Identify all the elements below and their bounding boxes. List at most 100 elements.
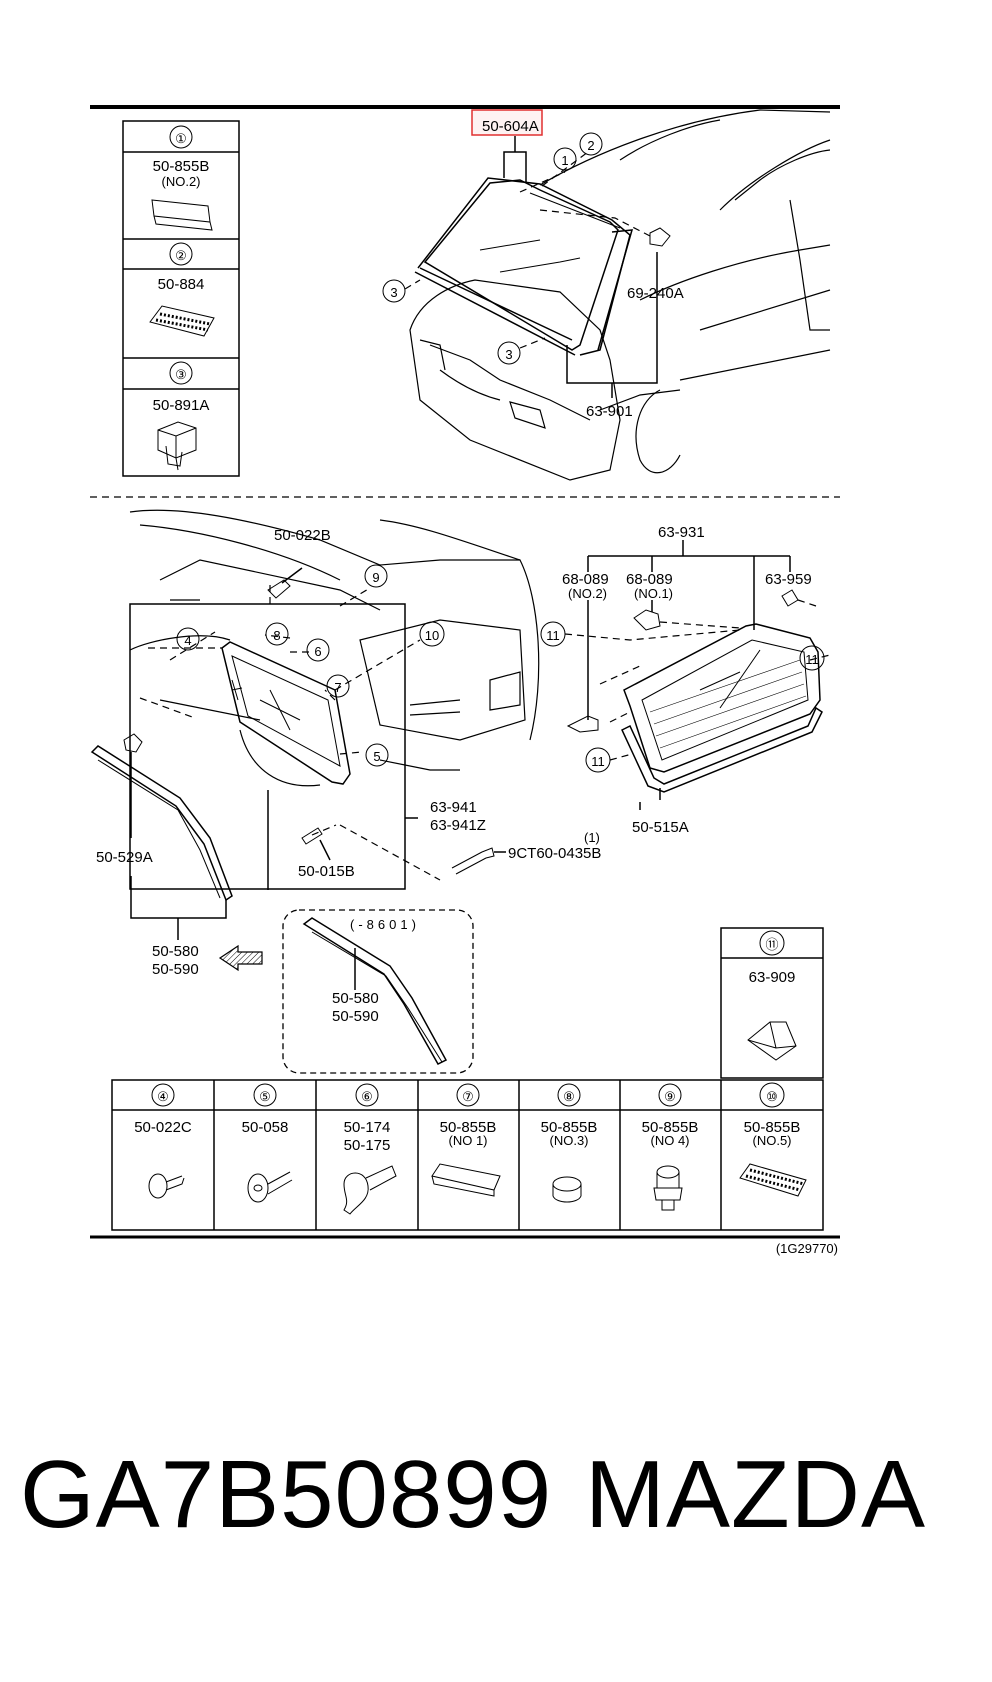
svg-text:11: 11 [805, 652, 819, 667]
label-quarter-glass-b: 63-941Z [430, 817, 486, 834]
circle-number: ④ [157, 1089, 169, 1104]
bottom-col-10: ⑩ 50-855B (NO.5) [739, 1082, 807, 1197]
bottom-col-5: ⑤ 50-058 [242, 1083, 293, 1203]
brand-caption: MAZDA [585, 1441, 926, 1548]
reference-code: (1G29770) [776, 1241, 838, 1256]
part-number: 50-855B [642, 1119, 699, 1136]
label-stopper-no2-note: (NO.2) [568, 586, 607, 601]
windshield-glass [423, 179, 619, 351]
screw-icon [267, 579, 291, 599]
bottom-col-7: ⑦ 50-855B (NO 1) [431, 1083, 501, 1197]
rear-window-illustration: 11 11 11 [540, 540, 831, 810]
circle-number: ⑨ [664, 1089, 676, 1104]
label-windshield-molding: 50-604A [482, 118, 539, 135]
svg-text:10: 10 [425, 628, 439, 643]
svg-text:2: 2 [587, 138, 594, 153]
label-stopper-no2: 68-089 [562, 571, 609, 588]
pad-icon [747, 1021, 797, 1061]
part-number: 50-855B [153, 158, 210, 175]
rear-molding [621, 706, 823, 793]
circle-number: ⑪ [765, 937, 778, 952]
label-clip: 69-240A [627, 285, 684, 302]
side-row-3: ③ 50-891A [153, 361, 209, 471]
cap-icon [552, 1176, 582, 1192]
part-note: 50-175 [344, 1137, 391, 1154]
label-alt-finisher-b: 50-590 [332, 1008, 379, 1025]
side-parts-table: ① 50-855B (NO.2) ② 50-884 ③ 50-891A [122, 120, 240, 477]
part-number: 50-022C [134, 1119, 192, 1136]
rear-glass [623, 623, 821, 773]
svg-text:11: 11 [546, 628, 560, 643]
label-rear-molding: 50-515A [632, 819, 689, 836]
part-number: 50-058 [242, 1119, 289, 1136]
part-number-caption: GA7B50899 [20, 1441, 553, 1548]
svg-text:4: 4 [184, 633, 191, 648]
seal-clip-icon [151, 199, 211, 223]
bottom-col-6: ⑥ 50-174 50-175 [343, 1083, 397, 1215]
side-row-1: ① 50-855B (NO.2) [151, 125, 213, 231]
clip-icon [148, 1173, 168, 1199]
circle-number: ⑤ [259, 1089, 271, 1104]
highlight-box [471, 109, 543, 136]
svg-text:3: 3 [505, 347, 512, 362]
part-number: 50-855B [541, 1119, 598, 1136]
circle-number: ⑧ [563, 1089, 575, 1104]
grommet-icon [656, 1165, 680, 1179]
stopper-no2-icon [566, 715, 599, 733]
side-molding [90, 745, 233, 902]
part-note: (NO.2) [162, 174, 201, 189]
bottom-col-9: ⑨ 50-855B (NO 4) [642, 1083, 699, 1211]
circle-number: ⑩ [766, 1089, 778, 1104]
circle-number: ② [175, 248, 187, 263]
screw-icon [247, 1173, 269, 1203]
label-fastener: 63-959 [765, 571, 812, 588]
label-rear-glass: 63-931 [658, 524, 705, 541]
label-finisher-a: 50-580 [152, 943, 199, 960]
label-bolt: 9CT60-0435B [508, 845, 601, 862]
caption: GA7B50899 MAZDA [0, 1440, 992, 1570]
retainer-clip-icon [157, 421, 197, 459]
label-bolt-qty: (1) [584, 830, 600, 845]
fastener-icon [781, 589, 799, 607]
circle-number: ⑥ [361, 1089, 373, 1104]
plug-icon [343, 1172, 369, 1215]
bottom-col-4: ④ 50-022C [134, 1083, 192, 1199]
label-glass: 63-901 [586, 403, 633, 420]
part-number: 63-909 [749, 969, 796, 986]
label-finisher-b: 50-590 [152, 961, 199, 978]
bolt-icon [451, 847, 495, 875]
part-note: (NO.3) [550, 1133, 589, 1148]
label-stopper-no1-note: (NO.1) [634, 586, 673, 601]
svg-text:11: 11 [591, 754, 605, 769]
svg-text:6: 6 [314, 644, 321, 659]
circle-number: ⑦ [462, 1089, 474, 1104]
box-part-11: ⑪ 63-909 [720, 927, 824, 1079]
label-stopper-no1: 68-089 [626, 571, 673, 588]
clip-icon [649, 227, 671, 247]
label-molding: 50-529A [96, 849, 153, 866]
svg-text:9: 9 [372, 570, 379, 585]
arrow-left-icon [218, 944, 263, 972]
part-number: 50-174 [344, 1119, 391, 1136]
fastener-strip-icon [739, 1163, 807, 1197]
seal-pad-icon [431, 1163, 501, 1191]
circle-number: ③ [175, 367, 187, 382]
fastener-strip-icon [149, 305, 215, 337]
rear-quarter-illustration: 9 4 8 6 10 7 5 [90, 509, 540, 972]
svg-text:8: 8 [273, 628, 280, 643]
bottom-col-8: ⑧ 50-855B (NO.3) [541, 1083, 598, 1203]
part-note: (NO 4) [651, 1133, 690, 1148]
front-car-illustration: 1 2 3 3 [382, 109, 831, 481]
bottom-parts-table: ④ 50-022C ⑤ 50-058 ⑥ 50-174 50-175 ⑦ [111, 1079, 824, 1231]
alt-finisher-box: (-8601) 50-580 50-590 [282, 909, 474, 1074]
part-number: 50-884 [158, 276, 205, 293]
diagram-canvas: ① 50-855B (NO.2) ② 50-884 ③ 50-891A [90, 105, 840, 1256]
label-quarter-glass-a: 63-941 [430, 799, 477, 816]
alt-molding-strip [302, 917, 448, 1065]
label-pin: 50-015B [298, 863, 355, 880]
label-alt-finisher-a: 50-580 [332, 990, 379, 1007]
svg-text:3: 3 [390, 285, 397, 300]
range-note: (-8601) [350, 917, 420, 932]
label-screw: 50-022B [274, 527, 331, 544]
